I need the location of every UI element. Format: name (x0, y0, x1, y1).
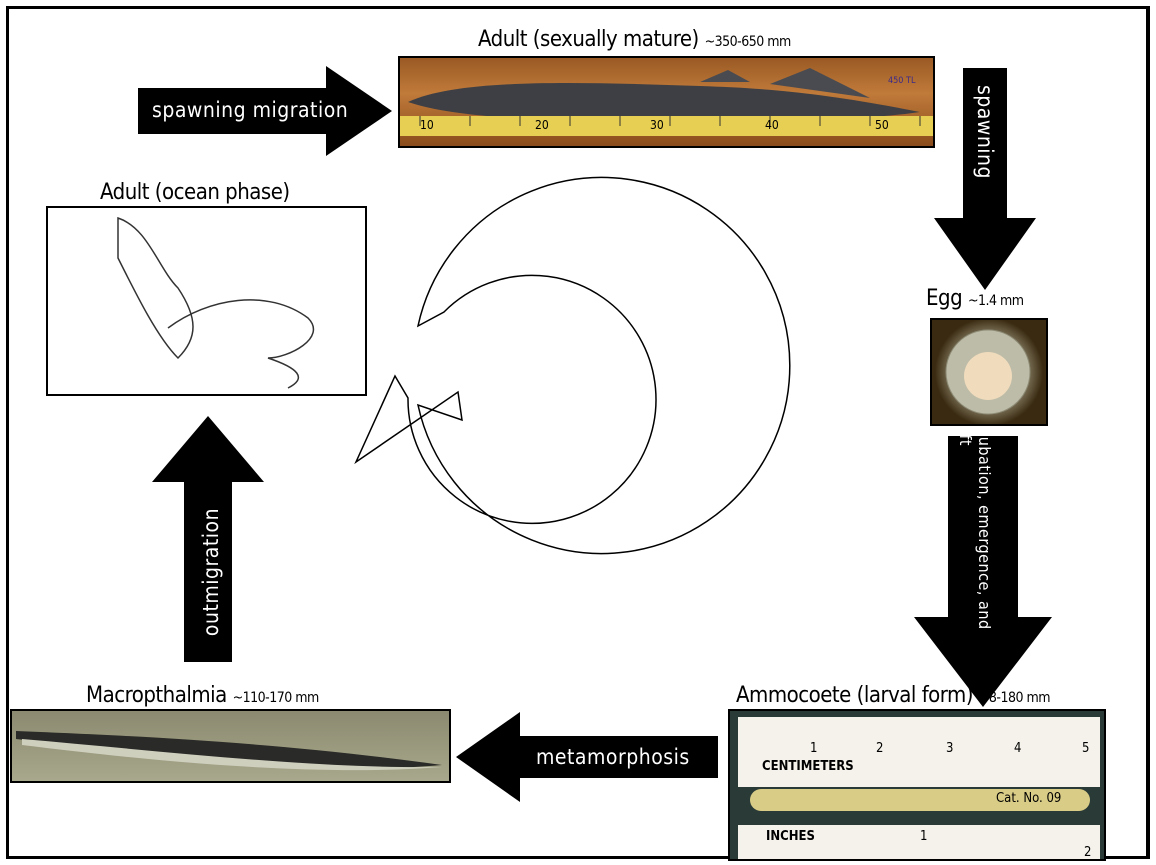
title-adult-mature: Adult (sexually mature) ~350-650 mm (478, 27, 791, 52)
ruler-20: 20 (535, 118, 549, 132)
label-outmigration: outmigration (199, 497, 223, 647)
ruler-30: 30 (650, 118, 664, 132)
photo-adult-ocean (46, 206, 367, 396)
ruler (400, 116, 935, 136)
cycle-arrow (356, 177, 790, 553)
ruler-top (738, 717, 1100, 787)
ocean-sketch (48, 208, 367, 396)
adult-mature-illustration (400, 58, 935, 148)
title-macropthalmia: Macropthalmia ~110-170 mm (86, 683, 319, 708)
label-spawning-migration: spawning migration (152, 98, 348, 122)
macropthalmia-illustration (12, 711, 451, 783)
in-1: 1 (920, 829, 927, 844)
label-metamorphosis: metamorphosis (536, 745, 690, 769)
lamprey-sketch (168, 300, 313, 388)
cm-5: 5 (1082, 741, 1089, 756)
photo-adult-mature: 10 20 30 40 50 450 TL (398, 56, 935, 148)
title-egg: Egg ~1.4 mm (926, 286, 1024, 311)
egg-yolk (964, 352, 1012, 400)
ruler-50: 50 (875, 118, 889, 132)
cm-4: 4 (1014, 741, 1021, 756)
label-incubation: Incubation, emergence, and drift (956, 414, 994, 644)
cm-3: 3 (946, 741, 953, 756)
photo-macropthalmia (10, 709, 451, 783)
in-2: 2 (1084, 845, 1091, 860)
egg-illustration (932, 320, 1048, 426)
photo-ammocoete: CENTIMETERS INCHES Cat. No. 09 1 2 3 4 5… (728, 709, 1106, 861)
ruler-10: 10 (420, 118, 434, 132)
cm-1: 1 (810, 741, 817, 756)
tag: 450 TL (888, 76, 915, 86)
photo-egg (930, 318, 1048, 426)
cm-2: 2 (876, 741, 883, 756)
title-ammocoete: Ammocoete (larval form) ~8-180 mm (736, 683, 1050, 708)
catalog-label: Cat. No. 09 (996, 791, 1061, 806)
centimeters-label: CENTIMETERS (762, 759, 854, 774)
ruler-40: 40 (765, 118, 779, 132)
title-adult-ocean: Adult (ocean phase) (100, 180, 290, 205)
fish-sketch (118, 218, 193, 358)
inches-label: INCHES (766, 829, 815, 844)
label-spawning: spawning (973, 77, 997, 187)
